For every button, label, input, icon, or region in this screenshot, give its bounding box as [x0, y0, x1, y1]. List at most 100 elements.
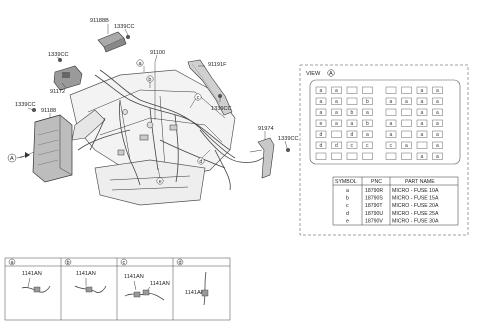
fuse-slot: [385, 130, 397, 138]
table-cell-pnc: 18790T: [365, 203, 383, 209]
callout-91172: 91172: [50, 89, 65, 95]
callout-1339CC-top: 1339CC: [114, 24, 135, 30]
view-arrow-A: A: [7, 152, 30, 163]
circle-callout-d: d: [197, 157, 205, 165]
fuse-symbol: a: [436, 99, 439, 105]
fuse-symbol: b: [351, 110, 354, 116]
fuse-slot: [401, 108, 412, 116]
table-cell-symbol: d: [346, 211, 349, 217]
svg-text:c: c: [197, 95, 200, 101]
callout-91191F: 91191F: [208, 62, 227, 68]
svg-text:A: A: [10, 156, 14, 162]
fuse-slot: [401, 152, 412, 160]
fuse-symbol: a: [335, 121, 338, 127]
fuse-symbol: a: [320, 99, 323, 105]
fuse-symbol: a: [421, 110, 424, 116]
fuse-slot: [401, 86, 412, 94]
svg-text:a: a: [139, 61, 143, 67]
table-cell-part-name: MICRO - FUSE 20A: [392, 203, 439, 209]
callout-91100: 91100: [150, 50, 165, 56]
fuse-slot: [331, 119, 342, 127]
fuse-symbol: d: [320, 132, 323, 138]
svg-text:a: a: [11, 260, 15, 266]
fuse-symbol: a: [421, 99, 424, 105]
callout-1339CC-left: 1339CC: [48, 52, 69, 58]
fuse-slot: [346, 130, 358, 138]
fuse-slot: [315, 97, 327, 105]
fuse-slot: [416, 97, 428, 105]
fuse-symbol: a: [335, 88, 338, 94]
detail-panel-a: a 1141AN: [8, 258, 51, 293]
fuse-symbol: d: [335, 143, 338, 149]
fuse-slot: [362, 130, 373, 138]
fuse-symbol: a: [351, 121, 354, 127]
table-cell-symbol: a: [346, 188, 349, 194]
fuse-symbol: c: [351, 143, 354, 149]
part-91188B: [97, 31, 127, 53]
svg-text:c: c: [123, 260, 126, 266]
fuse-slot: [401, 130, 412, 138]
fuse-slot: [385, 152, 397, 160]
callout-1339CC-left-lower: 1339CC: [15, 102, 36, 108]
fuse-slot: [331, 130, 342, 138]
part-91191F: [187, 59, 233, 116]
fuse-symbol: a: [421, 88, 424, 94]
fuse-symbol: a: [436, 143, 439, 149]
fuse-symbol: a: [405, 143, 408, 149]
fuse-slot: [432, 97, 443, 105]
table-cell-symbol: e: [346, 218, 349, 224]
fuse-slot: [385, 141, 397, 149]
fuse-slot: [401, 119, 412, 127]
fuse-slot: [331, 108, 342, 116]
detail-panel-c: c 1141AN 1141AN: [120, 258, 170, 301]
fuse-slot: [346, 86, 358, 94]
fuse-slot: [331, 152, 342, 160]
fuse-slot: [416, 108, 428, 116]
table-header-symbol: SYMBOL: [335, 179, 357, 185]
circle-callout-b: b: [146, 75, 154, 83]
fuse-slot: [315, 130, 327, 138]
svg-text:d: d: [179, 260, 182, 266]
fuse-slot: [385, 86, 397, 94]
fuse-slot: [416, 119, 428, 127]
fuse-symbol: d: [351, 132, 354, 138]
fuse-symbol: b: [366, 99, 369, 105]
detail-c-part-1: 1141AN: [124, 274, 144, 280]
detail-panels: a 1141AN b 1141AN c 1141AN 1141AN: [4, 257, 231, 321]
table-cell-part-name: MICRO - FUSE 25A: [392, 211, 439, 217]
table-cell-part-name: MICRO - FUSE 10A: [392, 188, 439, 194]
fuse-symbol: a: [405, 99, 408, 105]
fuse-symbol: a: [320, 88, 323, 94]
circle-callout-a: a: [136, 59, 144, 67]
main-harness: [77, 69, 271, 191]
part-91974: [249, 137, 275, 179]
svg-text:e: e: [159, 179, 162, 185]
fuse-symbol: a: [436, 88, 439, 94]
fuse-slot: [362, 86, 373, 94]
bolt-markers: [32, 35, 290, 152]
callout-1339CC-mid: 1339CC: [211, 106, 232, 112]
callout-91188: 91188: [41, 108, 56, 114]
circle-callout-e: e: [156, 177, 164, 185]
fuse-slot: [346, 119, 358, 127]
fuse-slot: [331, 141, 342, 149]
fuse-symbol: b: [366, 121, 369, 127]
fuse-slot: [432, 152, 443, 160]
fuse-symbol: a: [390, 132, 393, 138]
fuse-symbol: a: [390, 99, 393, 105]
fuse-slot: [385, 108, 397, 116]
callout-91974: 91974: [258, 126, 274, 132]
fuse-slot: [362, 152, 373, 160]
fuse-slot: [416, 152, 428, 160]
table-cell-pnc: 18790U: [365, 211, 383, 217]
fuse-slot: [432, 130, 443, 138]
fuse-slot: [331, 86, 342, 94]
fuse-symbol: a: [320, 110, 323, 116]
svg-text:d: d: [199, 159, 202, 165]
fuse-slot: [432, 86, 443, 94]
fuse-symbol: a: [335, 110, 338, 116]
callout-91188B: 91188B: [90, 18, 109, 24]
table-cell-part-name: MICRO - FUSE 30A: [392, 218, 439, 224]
